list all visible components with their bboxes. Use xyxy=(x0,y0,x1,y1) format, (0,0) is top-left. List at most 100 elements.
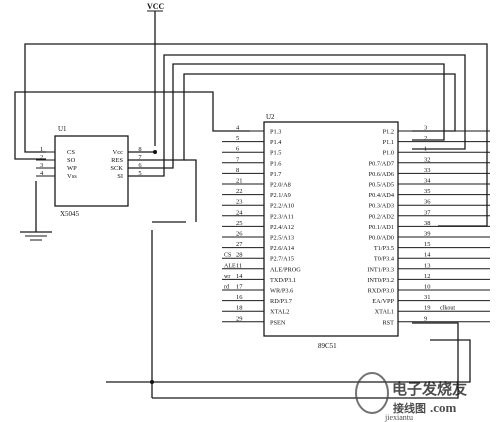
mcu-pin-number: 7 xyxy=(236,156,240,163)
mcu-pin-name: WR/P3.6 xyxy=(270,288,293,295)
x5045-pin-number: 1 xyxy=(40,146,43,153)
watermark-line4: .com xyxy=(430,400,457,415)
x5045-pin-name: RES xyxy=(111,157,123,164)
interconnect-wires xyxy=(14,43,488,399)
mcu-ref: U2 xyxy=(266,113,275,121)
mcu-pin-number: 15 xyxy=(424,241,431,248)
mcu-pin-number: 32 xyxy=(424,156,431,163)
mcu-pin-name: P2.6/A14 xyxy=(270,245,295,252)
mcu-pin-name: P1.5 xyxy=(270,150,281,157)
mcu-pin-number: 10 xyxy=(424,284,431,291)
x5045-pin-name: SCK xyxy=(110,165,123,172)
mcu-pin-number: 33 xyxy=(424,167,431,174)
x5045-pin-number: 4 xyxy=(40,170,44,177)
mcu-pin-number: 34 xyxy=(424,178,431,185)
vcc-label: VCC xyxy=(147,2,165,11)
mcu-net-label: wr xyxy=(224,274,230,280)
mcu-part: 89C51 xyxy=(318,342,337,350)
mcu-pin-name: P1.0 xyxy=(383,150,394,157)
mcu-pin-number: 27 xyxy=(236,241,243,248)
mcu-pin-name: RST xyxy=(382,319,394,326)
mcu-pin-name: INT1/P3.3 xyxy=(367,266,394,273)
mcu-pin-number: 14 xyxy=(424,252,431,259)
watermark-line1: 电子发烧友 xyxy=(392,380,467,398)
mcu-pin-name: P2.5/A13 xyxy=(270,235,294,242)
mcu-pin-number: 16 xyxy=(236,294,243,301)
mcu-pin-name: PSEN xyxy=(270,319,286,326)
mcu-pin-number: 26 xyxy=(236,231,243,238)
mcu-pin-name: P0.5/AD5 xyxy=(369,182,394,189)
mcu-pin-number: 3 xyxy=(424,125,427,132)
mcu-pin-name: P1.1 xyxy=(383,139,394,146)
x5045-pin-number: 3 xyxy=(40,162,43,169)
mcu-pin-number: 13 xyxy=(424,262,431,269)
mcu-pin-number: 11 xyxy=(236,262,242,269)
mcu-pin-number: 9 xyxy=(424,315,427,322)
vcc-symbol: VCC xyxy=(147,2,165,146)
mcu-net-label: clkout xyxy=(440,306,455,312)
mcu-pin-number: 36 xyxy=(424,199,431,206)
mcu-pin-name: T0/P3.4 xyxy=(374,256,395,263)
mcu-pin-number: 2 xyxy=(424,135,427,142)
mcu-pin-name: P0.7/AD7 xyxy=(369,160,394,167)
mcu-net-label: rd xyxy=(224,285,229,291)
mcu-pin-number: 17 xyxy=(236,284,243,291)
mcu-net-label: ALE xyxy=(224,263,236,269)
mcu-pin-name: P1.4 xyxy=(270,139,282,146)
mcu-pin-name: P0.3/AD3 xyxy=(369,203,394,210)
mcu-pin-number: 18 xyxy=(236,305,243,312)
mcu-pin-number: 8 xyxy=(236,167,239,174)
mcu-pin-name: P0.2/AD2 xyxy=(369,213,394,220)
mcu-pin-number: 31 xyxy=(424,294,431,301)
x5045-pin-name: WP xyxy=(67,165,77,172)
mcu-pin-number: 23 xyxy=(236,199,243,206)
mcu-pin-name: P2.0/A8 xyxy=(270,182,291,189)
mcu-pin-name: RD/P3.7 xyxy=(270,298,292,305)
x5045-pin-number: 7 xyxy=(138,154,142,161)
x5045-pin-name: CS xyxy=(67,149,75,156)
x5045-pin-number: 8 xyxy=(138,146,141,153)
watermark-line3: jiexiantu xyxy=(384,413,413,422)
watermark: 电子发烧友 接线图 jiexiantu .com xyxy=(355,372,467,422)
mcu-pin-name: P1.7 xyxy=(270,171,281,178)
mcu-pin-name: P1.3 xyxy=(270,129,281,136)
x5045-pin-number: 2 xyxy=(40,154,43,161)
mcu-pin-number: 22 xyxy=(236,188,243,195)
mcu-pin-name: P0.1/AD1 xyxy=(369,224,394,231)
mcu-pin-name: P2.3/A11 xyxy=(270,213,294,220)
mcu-pin-name: RXD/P3.0 xyxy=(368,288,394,295)
mcu-pin-number: 24 xyxy=(236,209,243,216)
mcu-pin-number: 5 xyxy=(236,135,239,142)
mcu-pin-name: T1/P3.5 xyxy=(374,245,394,252)
mcu-pin-number: 39 xyxy=(424,231,431,238)
mcu-net-label: CS xyxy=(224,253,231,259)
mcu-chip: U2 89C51 4P1.35P1.46P1.57P1.68P1.721P2.0… xyxy=(222,113,490,350)
mcu-pin-number: 21 xyxy=(236,178,243,185)
mcu-pin-name: TXD/P3.1 xyxy=(270,277,296,284)
mcu-pin-name: P0.4/AD4 xyxy=(369,192,395,199)
mcu-pin-number: 14 xyxy=(236,273,243,280)
mcu-pin-name: P2.4/A12 xyxy=(270,224,294,231)
x5045-part: X5045 xyxy=(60,210,80,218)
mcu-pin-number: 25 xyxy=(236,220,243,227)
x5045-ref: U1 xyxy=(58,125,67,133)
mcu-pin-number: 38 xyxy=(424,220,431,227)
mcu-pin-name: P2.1/A9 xyxy=(270,192,291,199)
mcu-pin-number: 4 xyxy=(236,125,240,132)
mcu-pin-name: P2.2/A10 xyxy=(270,203,294,210)
x5045-pin-number: 6 xyxy=(138,162,142,169)
mcu-pin-number: 12 xyxy=(424,273,431,280)
ground-symbol xyxy=(20,181,52,241)
mcu-pin-number: 29 xyxy=(236,315,243,322)
mcu-pin-name: P1.2 xyxy=(383,129,394,136)
mcu-pin-number: 6 xyxy=(236,146,240,153)
mcu-pin-name: P0.0/AD0 xyxy=(369,235,394,242)
x5045-pin-number: 5 xyxy=(138,170,141,177)
mcu-pin-number: 35 xyxy=(424,188,431,195)
x5045-pin-name: Vcc xyxy=(113,149,124,156)
mcu-pin-name: ALE/PROG xyxy=(270,266,301,273)
mcu-pin-name: EA/VPP xyxy=(372,298,394,305)
x5045-pin-name: SI xyxy=(117,173,123,180)
